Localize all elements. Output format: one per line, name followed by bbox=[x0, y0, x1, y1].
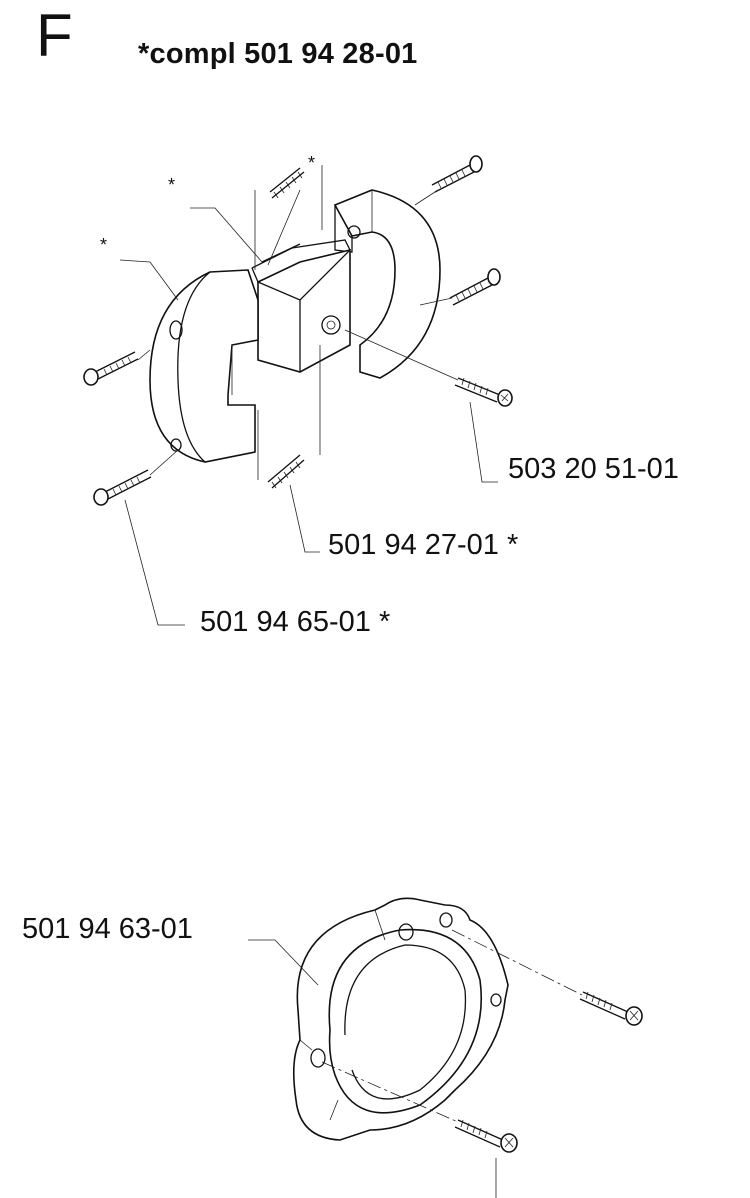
spring-bottom bbox=[267, 454, 305, 489]
screw-upper-left-bottom bbox=[93, 469, 152, 506]
screw-upper-right-mid bbox=[449, 268, 501, 306]
part-label-501-94-27-01: 501 94 27-01 * bbox=[328, 529, 519, 561]
spring-top bbox=[269, 167, 305, 199]
kit-title: *compl 501 94 28-01 bbox=[138, 38, 418, 70]
screw-upper-left-mid bbox=[83, 351, 139, 386]
part-label-503-20-51-01: 503 20 51-01 bbox=[508, 453, 679, 485]
screw-upper-right-bottom bbox=[454, 377, 513, 407]
screw-lower-upper bbox=[579, 991, 643, 1026]
part-label-501-94-63-01: 501 94 63-01 bbox=[22, 913, 193, 945]
clutch-hub-block bbox=[251, 239, 351, 373]
clutch-shoe-right bbox=[333, 189, 441, 379]
marker-star-hub: * bbox=[168, 175, 176, 195]
screw-lower-lower bbox=[454, 1119, 518, 1153]
clutch-housing bbox=[292, 897, 509, 1141]
section-letter: F bbox=[36, 2, 73, 69]
marker-star-shoe: * bbox=[100, 235, 108, 255]
marker-star-spring: * bbox=[308, 153, 316, 173]
clutch-shoe-left bbox=[149, 269, 259, 463]
screw-upper-right-top bbox=[431, 155, 483, 193]
part-label-501-94-65-01: 501 94 65-01 * bbox=[200, 606, 391, 638]
